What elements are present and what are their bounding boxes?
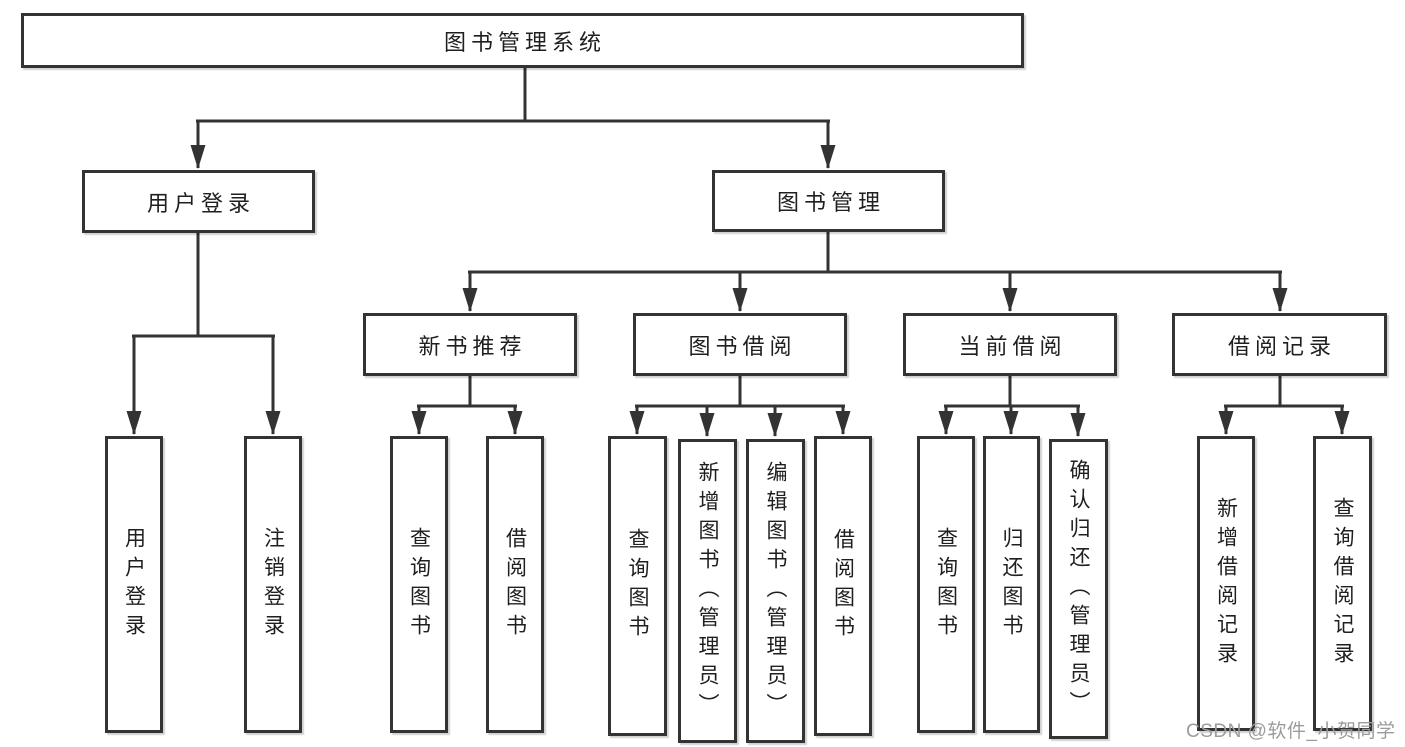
leaf-records-add: 新增借阅记录 (1197, 436, 1255, 731)
connector-root-to-level2 (190, 68, 836, 169)
leaf-current-return: 归还图书 (983, 436, 1040, 733)
leaf-current-confirm-admin: 确认归还（管理员） (1049, 439, 1108, 739)
node-root: 图书管理系统 (21, 13, 1024, 68)
leaf-records-query: 查询借阅记录 (1313, 436, 1372, 731)
leaf-borrow-edit-admin: 编辑图书（管理员） (746, 439, 805, 743)
leaf-label: 查询图书 (626, 528, 649, 644)
connector-book-management-children (462, 232, 1288, 312)
leaf-newbook-query: 查询图书 (390, 436, 448, 733)
leaf-label: 用户登录 (122, 526, 146, 643)
leaf-label: 借阅图书 (831, 528, 855, 644)
node-borrow-records: 借阅记录 (1172, 313, 1387, 376)
leaf-label: 查询图书 (934, 526, 958, 643)
leaf-user-login: 用户登录 (105, 436, 163, 733)
node-current-borrow: 当前借阅 (903, 313, 1117, 376)
leaf-newbook-borrow: 借阅图书 (486, 436, 544, 733)
leaf-label: 新增借阅记录 (1214, 496, 1238, 671)
node-book-borrow: 图书借阅 (633, 313, 847, 376)
leaf-current-query: 查询图书 (917, 436, 975, 733)
node-new-book-recommend: 新书推荐 (363, 313, 577, 376)
connector-book-borrow-children (629, 375, 851, 437)
leaf-borrow-add-admin: 新增图书（管理员） (678, 439, 737, 743)
leaf-borrow-borrow: 借阅图书 (814, 436, 872, 736)
leaf-label: 归还图书 (1000, 526, 1023, 643)
leaf-label: 查询图书 (407, 526, 431, 643)
csdn-watermark: CSDN @软件_小贺同学 (1186, 721, 1396, 742)
connector-borrow-records-children (1218, 375, 1350, 435)
connector-current-borrow-children (938, 375, 1086, 437)
connector-user-login-children (126, 232, 281, 435)
leaf-label: 编辑图书（管理员） (764, 460, 787, 722)
leaf-logout: 注销登录 (244, 436, 302, 733)
leaf-label: 借阅图书 (503, 526, 527, 643)
leaf-label: 新增图书（管理员） (696, 460, 719, 722)
leaf-label: 确认归还（管理员） (1067, 458, 1090, 720)
node-user-login: 用户登录 (82, 170, 315, 233)
leaf-label: 查询借阅记录 (1331, 496, 1354, 671)
leaf-borrow-query: 查询图书 (608, 436, 667, 736)
node-book-management: 图书管理 (712, 170, 945, 232)
leaf-label: 注销登录 (261, 526, 285, 643)
connector-new-book-children (411, 375, 523, 435)
